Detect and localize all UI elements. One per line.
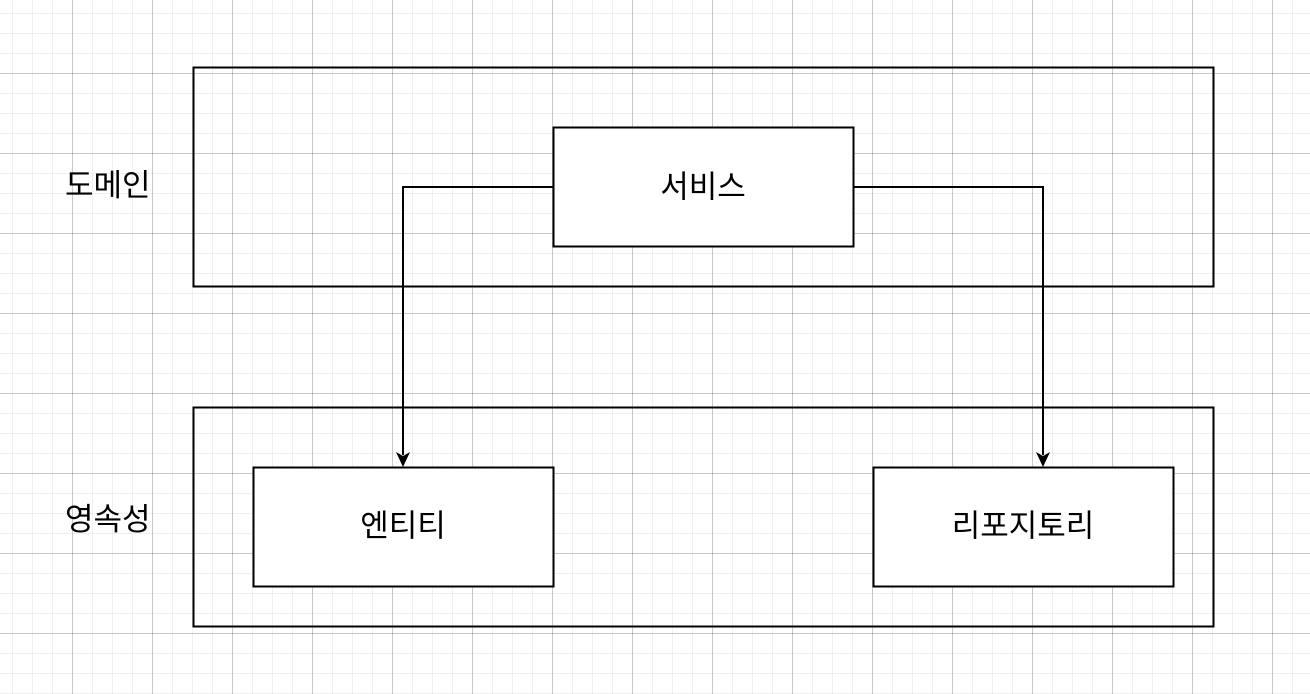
persistence-layer-label: 영속성 bbox=[65, 502, 151, 538]
repository-label: 리포지토리 bbox=[951, 508, 1095, 545]
arrowhead-icon bbox=[1036, 452, 1050, 467]
edge-service-to-repository[interactable] bbox=[853, 186, 1050, 467]
edge-line bbox=[402, 186, 553, 455]
entity-node[interactable] bbox=[252, 466, 555, 588]
service-node[interactable] bbox=[552, 126, 855, 248]
edge-line bbox=[853, 186, 1044, 455]
domain-layer-box[interactable] bbox=[192, 66, 1215, 288]
domain-layer-label: 도메인 bbox=[65, 168, 151, 204]
entity-label: 엔티티 bbox=[360, 508, 446, 545]
service-label: 서비스 bbox=[660, 169, 746, 206]
repository-node[interactable] bbox=[872, 466, 1175, 588]
persistence-layer-box[interactable] bbox=[192, 406, 1215, 628]
arrowhead-icon bbox=[396, 452, 410, 467]
edge-service-to-entity[interactable] bbox=[396, 186, 553, 467]
